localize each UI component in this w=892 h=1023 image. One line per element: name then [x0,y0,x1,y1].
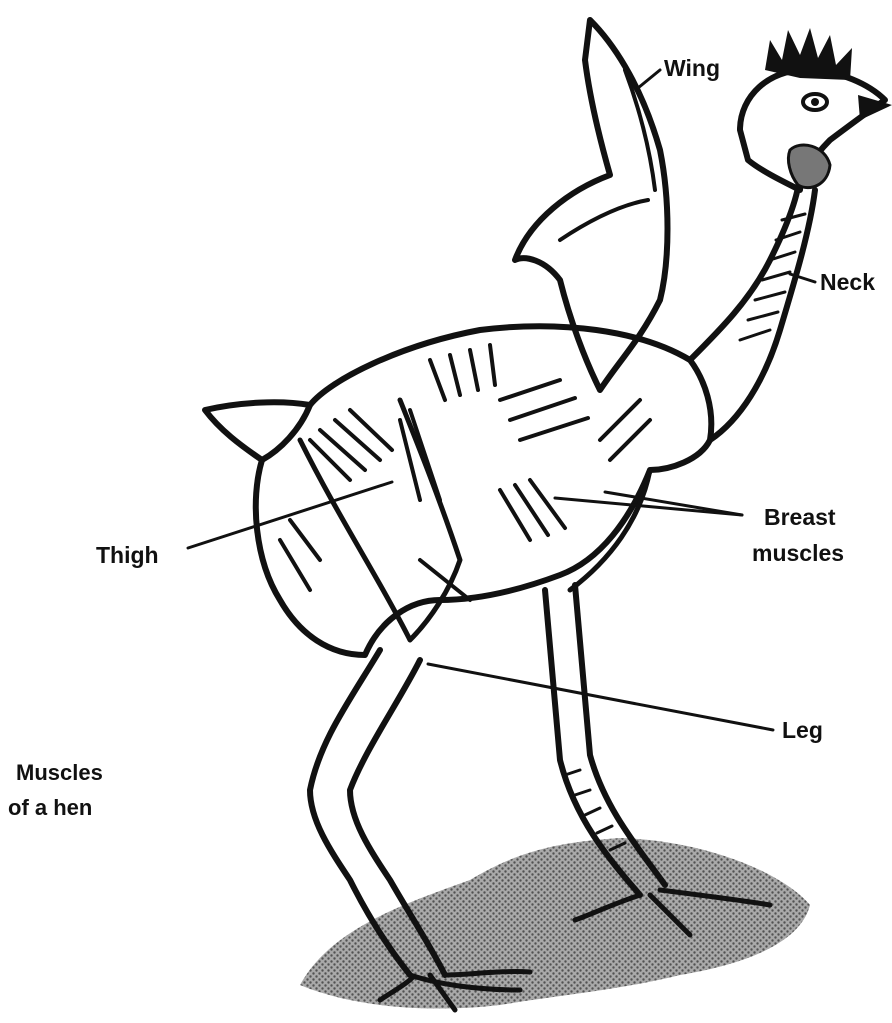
wing-leader [638,70,660,88]
label-neck: Neck [820,270,875,295]
caption-line-1: Muscles [8,755,103,790]
label-breast-muscles: muscles [752,541,844,566]
figure-caption: Muscles of a hen [8,755,103,825]
hen-wattle [788,145,830,188]
hen-pupil [811,98,819,106]
breast-contour [570,470,650,590]
label-breast: Breast [764,505,836,530]
hen-tail [205,402,310,460]
label-leg: Leg [782,718,823,743]
label-thigh: Thigh [96,543,159,568]
hen-wing [515,20,668,390]
leg-leader [428,664,773,730]
thigh-leader [188,482,392,548]
caption-line-2: of a hen [8,790,103,825]
label-wing: Wing [664,56,720,81]
hen-comb [765,28,852,80]
